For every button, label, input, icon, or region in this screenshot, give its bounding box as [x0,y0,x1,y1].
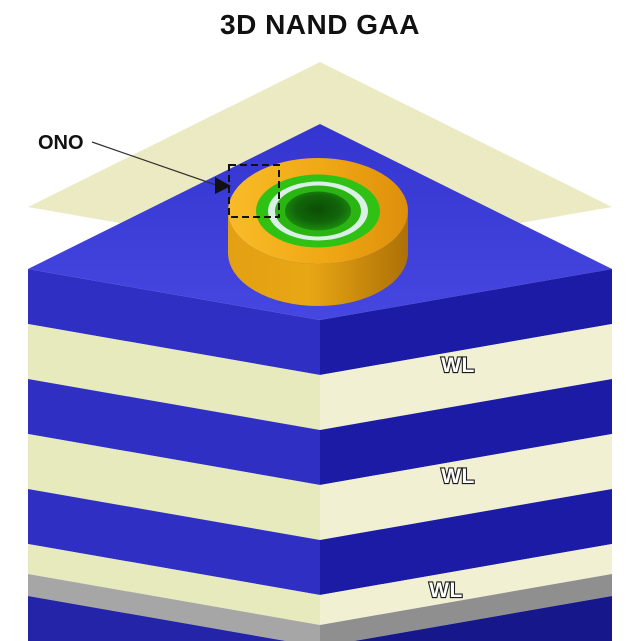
channel-orange-side [228,211,408,306]
wl-label-1: WL [441,354,475,377]
oxide-gap-2-left-face [28,434,320,540]
ono-label: ONO [38,132,84,154]
wordline-3-left-face [28,489,320,595]
wordline-1-right-face [320,269,612,375]
channel-pillar [228,158,408,306]
wl-label-3: WL [429,579,463,602]
oxide-gap-3-left-face [28,544,320,625]
oxide-gap-2-right-face [320,434,612,540]
oxide-gap-3-right-face [320,544,612,625]
ono-arrowhead-icon [215,177,231,194]
wordline-1-left-face [28,269,320,375]
ono-highlight-box [228,164,280,218]
oxide-gap-1-left-face [28,324,320,430]
oxide-gap-1-right-face [320,324,612,430]
page-title: 3D NAND GAA [220,9,420,40]
ono-pointer-line [91,141,217,186]
substrate-gray-left-face [28,574,320,641]
wl-label-2: WL [441,465,475,488]
substrate-gray-right-face [320,574,612,641]
substrate-blue-left-face [28,596,286,641]
ono-annotation: ONO [38,132,280,218]
wordline-3-right-face [320,489,612,595]
wordline-2-right-face [320,379,612,485]
channel-core-hole [285,191,351,231]
substrate-blue-right-face [354,596,612,641]
wordline-2-left-face [28,379,320,485]
